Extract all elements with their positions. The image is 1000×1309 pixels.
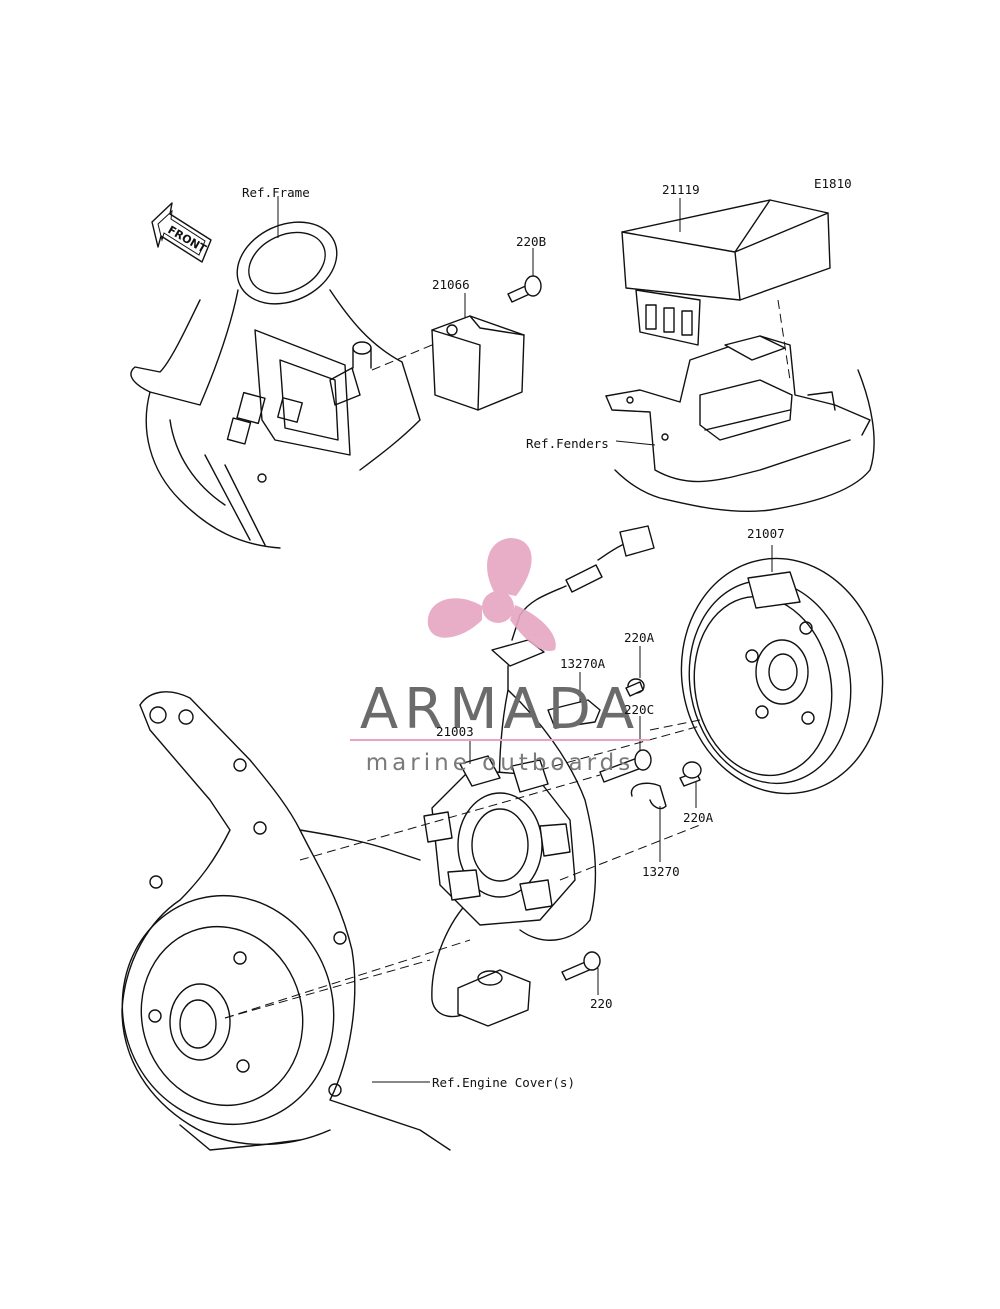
propeller-blade-top bbox=[487, 538, 532, 596]
engine-cover bbox=[121, 691, 451, 1151]
bolt-220C bbox=[599, 716, 652, 783]
fender-bracket bbox=[605, 299, 875, 513]
part-21066-regulator bbox=[371, 293, 525, 411]
assembly-axis-lines bbox=[224, 719, 701, 1019]
label-ref-frame: Ref.Frame bbox=[242, 185, 310, 200]
bolt-220 bbox=[561, 951, 601, 995]
clamp-13270 bbox=[630, 782, 667, 862]
part-21003-stator bbox=[423, 740, 576, 926]
label-ref-fenders: Ref.Fenders bbox=[526, 436, 609, 451]
frame-assembly bbox=[130, 196, 421, 549]
label-21007: 21007 bbox=[747, 526, 785, 541]
label-ref-engine-cover: Ref.Engine Cover(s) bbox=[432, 1075, 575, 1090]
front-arrow-icon: FRONT bbox=[151, 202, 212, 263]
label-21066: 21066 bbox=[432, 277, 470, 292]
propeller-blade-right bbox=[510, 605, 556, 651]
diagram-code: E1810 bbox=[814, 176, 852, 191]
label-21003: 21003 bbox=[436, 724, 474, 739]
label-21119: 21119 bbox=[662, 182, 700, 197]
part-21007-flywheel bbox=[680, 545, 884, 795]
label-220A-top: 220A bbox=[624, 630, 655, 645]
label-13270: 13270 bbox=[642, 864, 680, 879]
watermark-title: ARMADA bbox=[360, 677, 640, 742]
bolt-220A-top bbox=[625, 646, 645, 697]
clamp-13270A bbox=[547, 672, 601, 729]
bolt-220B bbox=[507, 248, 542, 303]
part-21119-ecu bbox=[621, 198, 831, 346]
pickup-coil bbox=[457, 969, 531, 1027]
propeller-blade-left bbox=[427, 598, 482, 638]
propeller-hub bbox=[482, 591, 514, 623]
label-13270A: 13270A bbox=[560, 656, 606, 671]
label-220A-right: 220A bbox=[683, 810, 714, 825]
watermark-subtitle: marine outboards bbox=[366, 750, 634, 776]
label-220B: 220B bbox=[516, 234, 546, 249]
label-220C: 220C bbox=[624, 702, 654, 717]
label-220: 220 bbox=[590, 996, 613, 1011]
armada-logo bbox=[427, 538, 556, 651]
bolt-220A-right bbox=[679, 761, 702, 808]
